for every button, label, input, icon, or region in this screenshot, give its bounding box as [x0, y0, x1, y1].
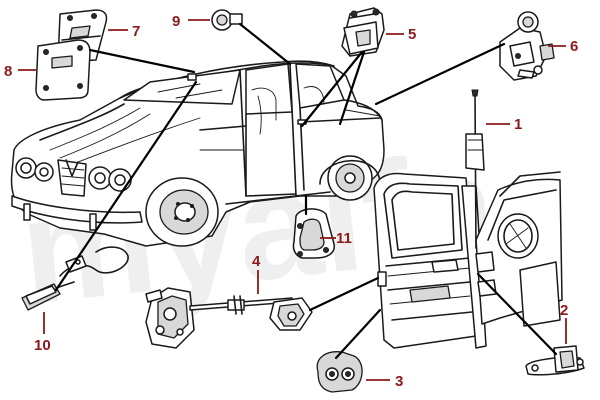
- door-panel: [373, 172, 477, 349]
- callout-2: 2: [560, 302, 568, 319]
- leader-7-8: [88, 48, 196, 74]
- part-2-door-check-strap: [525, 345, 585, 376]
- callout-8: 8: [4, 63, 12, 80]
- part-1-lock-knob-rod: [465, 89, 485, 249]
- door-armrest: [409, 285, 451, 303]
- callout-1: 1: [514, 116, 522, 133]
- part-9-rubber-bump-stop: [211, 9, 243, 31]
- leader-3: [334, 308, 382, 360]
- car-body: [10, 60, 385, 247]
- part-8-hinge-plate: [35, 39, 91, 101]
- door-assembly: [373, 171, 563, 349]
- leader-9: [238, 22, 292, 66]
- door-pull: [431, 259, 459, 273]
- part-6-lock-mechanism: [499, 11, 555, 81]
- rear-view-mirror: [187, 73, 197, 81]
- door-hinge: [475, 251, 495, 273]
- callout-4: 4: [252, 253, 261, 270]
- callout-11: 11: [336, 230, 352, 247]
- callout-5: 5: [408, 26, 416, 43]
- leader-2: [476, 272, 558, 356]
- callout-3: 3: [395, 373, 403, 390]
- leader-5a: [300, 50, 364, 128]
- front-window: [245, 63, 293, 115]
- leader-lines: [54, 22, 558, 360]
- part-4-remote-linkage: [145, 287, 313, 349]
- part-3-striker-plate: [316, 351, 363, 393]
- seat: [519, 261, 561, 327]
- callout-6: 6: [570, 38, 578, 55]
- leader-10: [54, 80, 198, 292]
- door-lock-bolt: [377, 271, 387, 287]
- leader-5b: [338, 50, 366, 126]
- leader-4: [308, 276, 380, 312]
- grille: [57, 159, 87, 197]
- part-5-striker-bracket: [341, 7, 385, 57]
- callout-9: 9: [172, 13, 180, 30]
- lock-knob-icon: [471, 89, 479, 97]
- callout-7: 7: [132, 23, 140, 40]
- front-bumper: [11, 195, 143, 224]
- leader-6: [374, 42, 506, 106]
- callout-10: 10: [34, 337, 51, 354]
- callout-labels: 1 2 3 4 5 6 7 8 9 10 11: [4, 13, 578, 390]
- part-11-seal-gasket: [292, 208, 335, 259]
